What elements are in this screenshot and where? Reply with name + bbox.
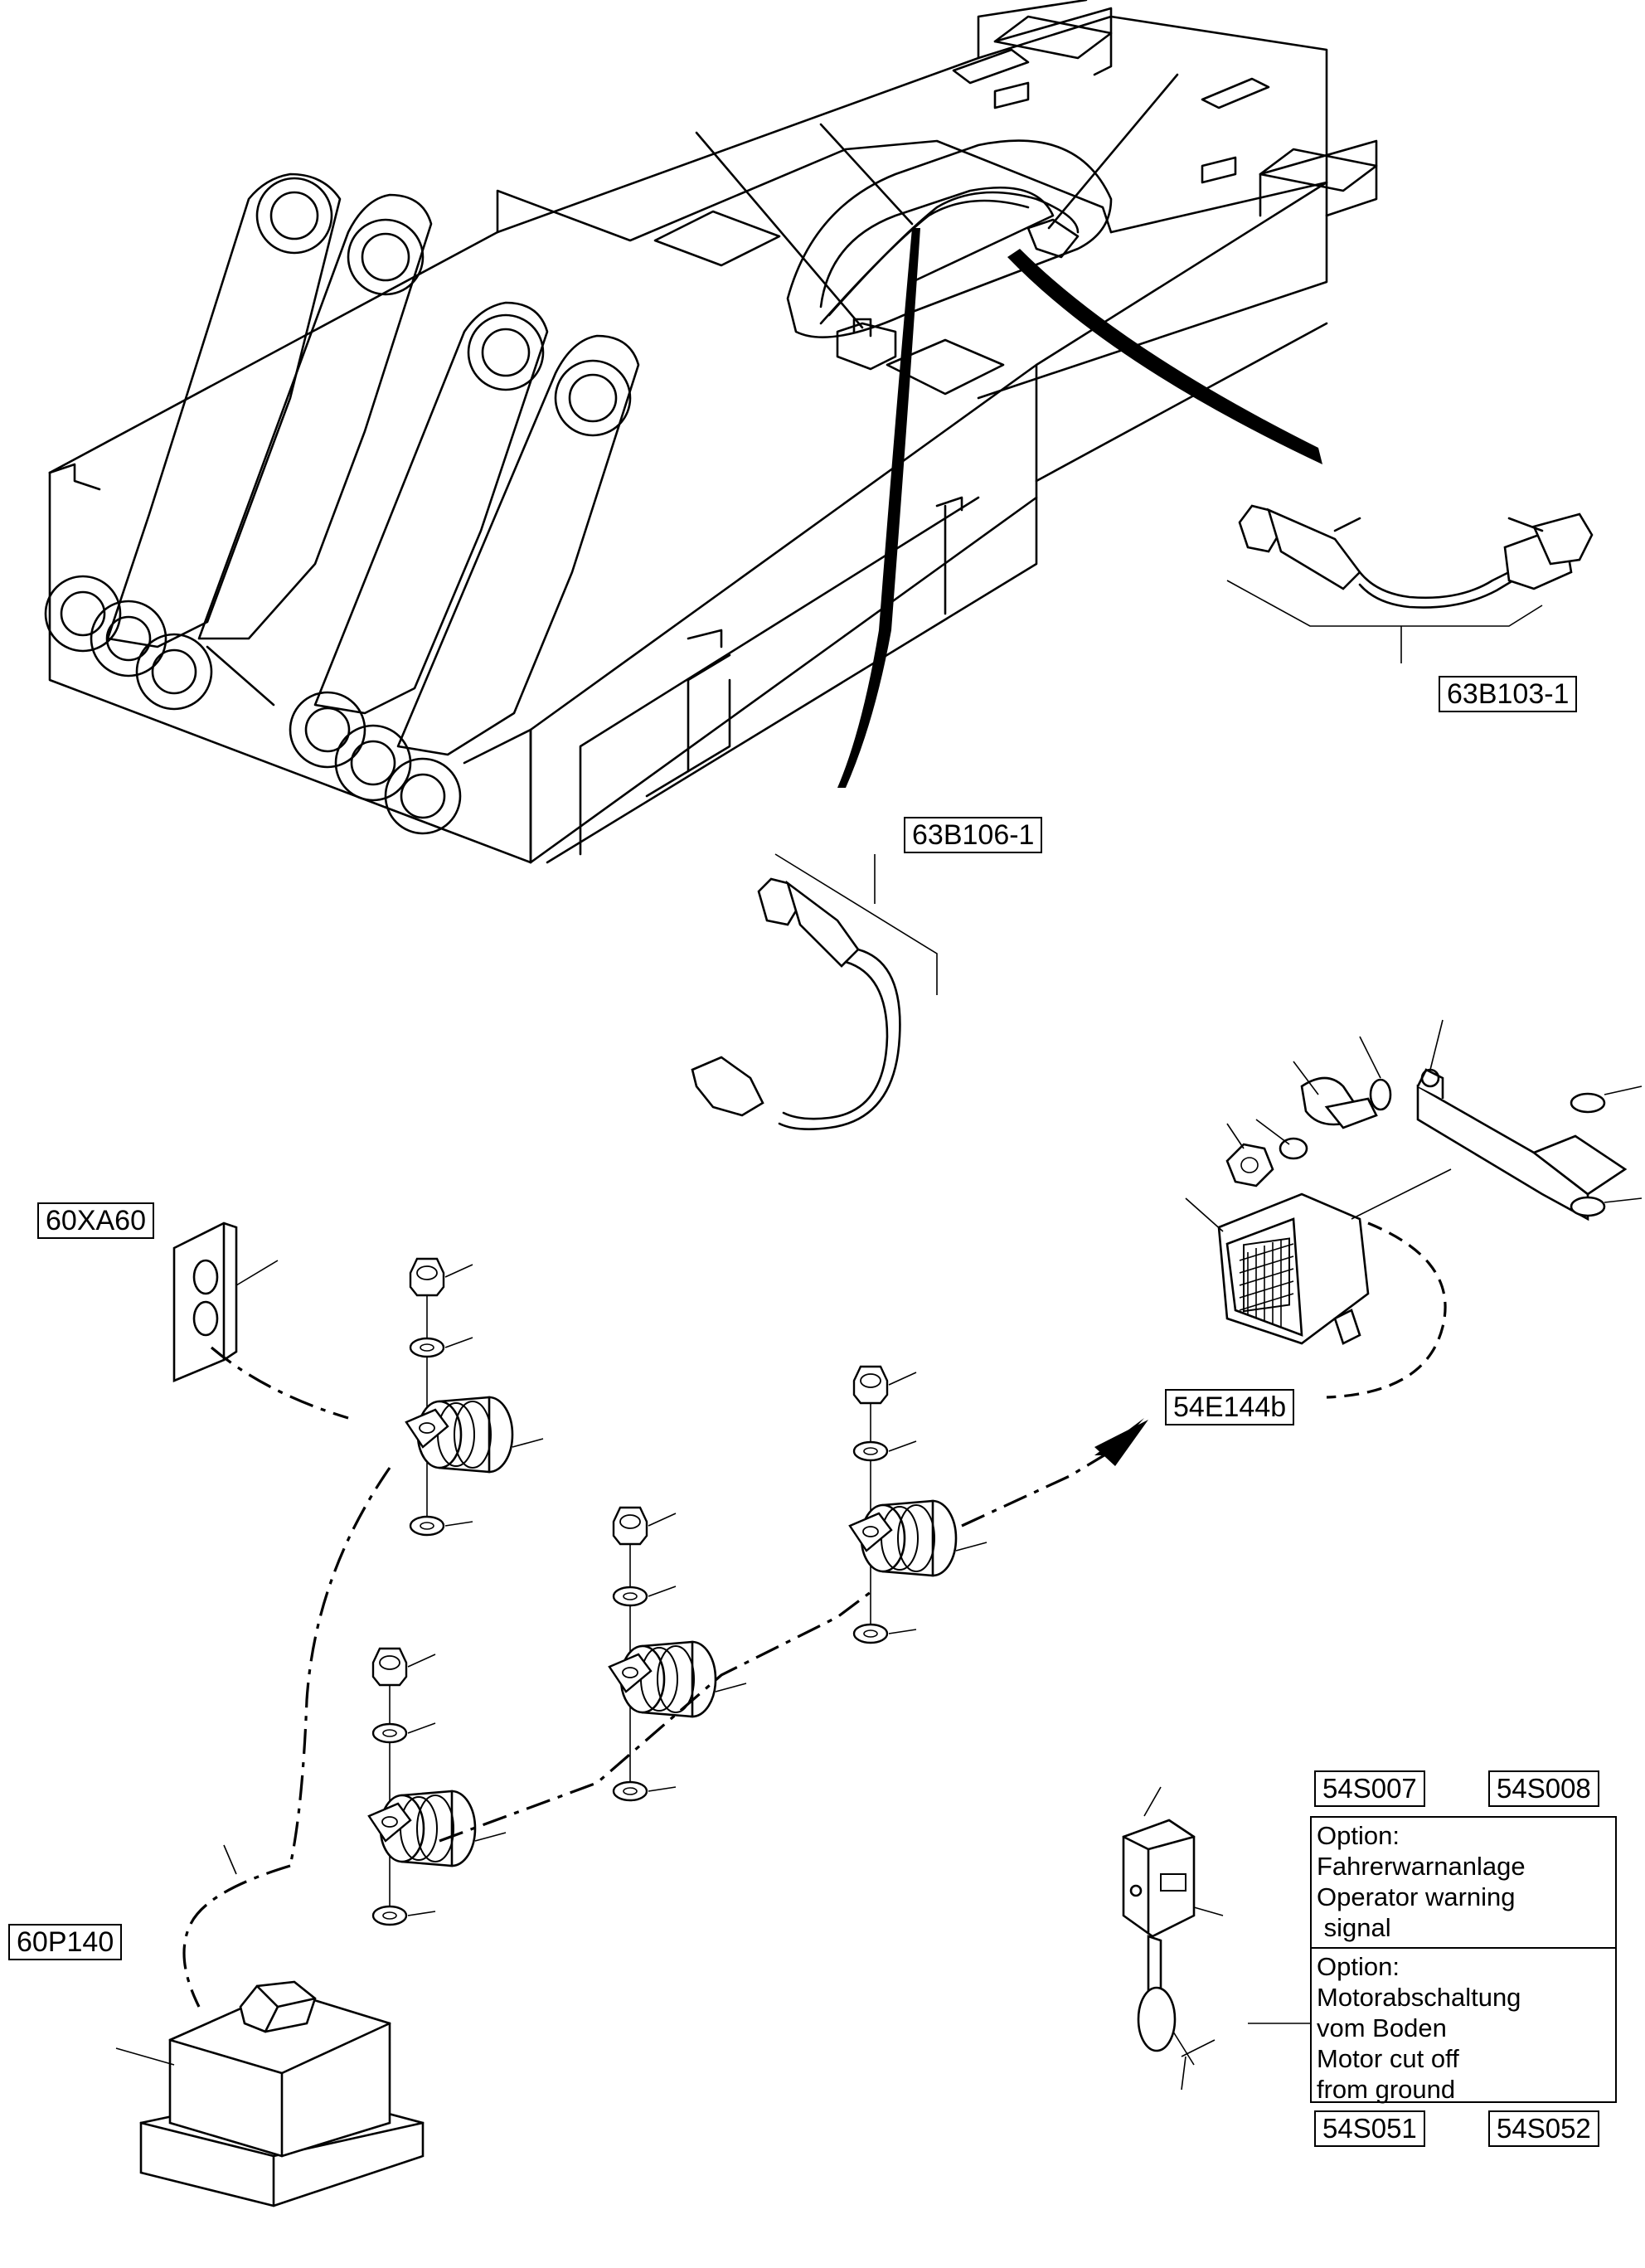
option1-line1: Option: <box>1317 1821 1400 1850</box>
option2-line5: from ground <box>1317 2075 1456 2104</box>
option2-line2: Motorabschaltung <box>1317 1983 1521 2012</box>
routed-cable <box>182 1346 1148 2008</box>
code-54s008: 54S008 <box>1488 1770 1599 1807</box>
option2-line1: Option: <box>1317 1952 1400 1981</box>
pressure-sensor-63b103 <box>1226 504 1594 663</box>
lamp-bracket-hardware <box>1225 1019 1643 1221</box>
label-54e144b: 54E144b <box>1165 1389 1295 1425</box>
option1-line3: Operator warning <box>1317 1882 1516 1911</box>
clamp-stack-1 <box>405 1257 544 1537</box>
clamp-stack-2 <box>367 1647 507 1926</box>
clamp-stack-3 <box>608 1506 747 1802</box>
code-54s007: 54S007 <box>1314 1770 1425 1807</box>
label-63b106-1: 63B106-1 <box>904 817 1043 853</box>
label-60p140: 60P140 <box>8 1924 123 1960</box>
pressure-sensor-63b106 <box>691 853 938 1130</box>
code-54s051: 54S051 <box>1314 2110 1425 2147</box>
option1-line2: Fahrerwarnanlage <box>1317 1852 1526 1881</box>
work-lamp <box>1185 1168 1452 1399</box>
connector-plate <box>172 1221 279 1382</box>
option2-line4: Motor cut off <box>1317 2044 1459 2073</box>
pendant-switch <box>1122 1786 1310 2091</box>
option2-line3: vom Boden <box>1317 2013 1447 2042</box>
option-operator-warning-box: Option: Fahrerwarnanlage Operator warnin… <box>1310 1816 1617 1949</box>
hydraulic-pump-block <box>115 1980 425 2207</box>
option1-line4: signal <box>1317 1913 1391 1942</box>
option-motor-cutoff-box: Option: Motorabschaltung vom Boden Motor… <box>1310 1947 1617 2104</box>
boom-arms <box>44 172 640 835</box>
clamp-stack-4 <box>848 1365 987 1644</box>
machine-frame <box>44 0 1378 864</box>
code-54s052: 54S052 <box>1488 2110 1599 2147</box>
cable-clamps <box>367 1257 987 1926</box>
label-60xa60: 60XA60 <box>37 1202 154 1239</box>
label-63b103-1: 63B103-1 <box>1439 676 1578 712</box>
